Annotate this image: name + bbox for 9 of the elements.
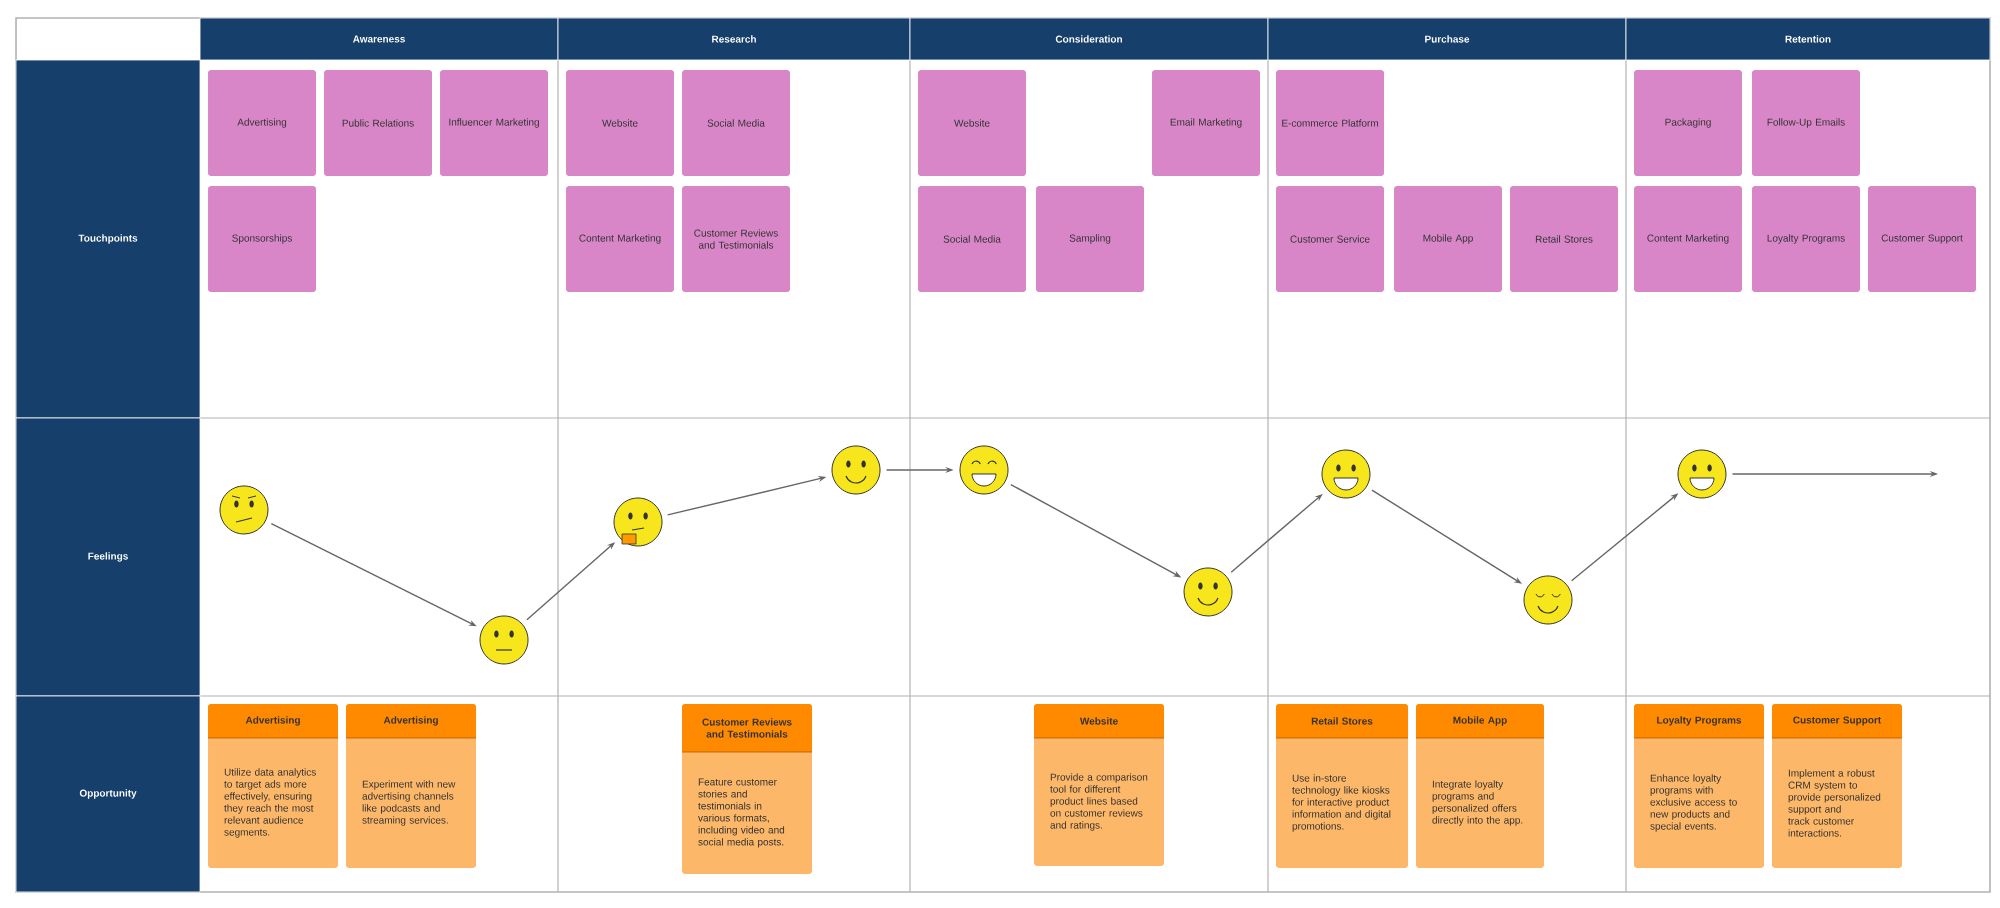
emoji-icon: [1321, 449, 1371, 499]
emoji-icon: [831, 445, 881, 495]
emoji-icon: [959, 445, 1009, 495]
emoji-icon: [1523, 575, 1573, 625]
emoji-icon: [1183, 567, 1233, 617]
emoji-icon: [613, 497, 663, 547]
emoji-icon: [479, 615, 529, 665]
emoji-icon: [1677, 449, 1727, 499]
emoji-icon: [219, 485, 269, 535]
